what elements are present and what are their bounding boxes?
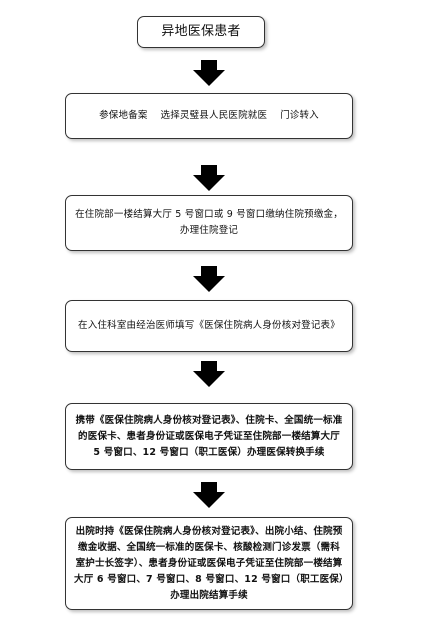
- down-arrow-icon: [193, 60, 225, 86]
- step-1-text: 参保地备案 选择灵璧县人民医院就医 门诊转入: [99, 110, 319, 121]
- step-5-text: 出院时持《医保住院病人身份核对登记表》、出院小结、住院预缴金收据、全国统一标准的…: [74, 525, 344, 601]
- step-2-box: 在住院部一楼结算大厅 5 号窗口或 9 号窗口缴纳住院预缴金，办理住院登记: [65, 195, 353, 251]
- start-node-label: 异地医保患者: [161, 24, 241, 39]
- step-1-box: 参保地备案 选择灵璧县人民医院就医 门诊转入: [65, 93, 353, 139]
- step-5-box: 出院时持《医保住院病人身份核对登记表》、出院小结、住院预缴金收据、全国统一标准的…: [65, 517, 353, 610]
- down-arrow-icon: [193, 361, 225, 387]
- down-arrow-icon: [193, 482, 225, 508]
- start-node: 异地医保患者: [137, 16, 265, 48]
- step-3-box: 在入住科室由经治医师填写《医保住院病人身份核对登记表》: [65, 300, 353, 352]
- down-arrow-icon: [193, 165, 225, 191]
- step-4-box: 携带《医保住院病人身份核对登记表》、住院卡、全国统一标准的医保卡、患者身份证或医…: [65, 403, 353, 470]
- step-4-text: 携带《医保住院病人身份核对登记表》、住院卡、全国统一标准的医保卡、患者身份证或医…: [75, 414, 343, 458]
- step-2-text: 在住院部一楼结算大厅 5 号窗口或 9 号窗口缴纳住院预缴金，办理住院登记: [75, 209, 343, 236]
- step-3-text: 在入住科室由经治医师填写《医保住院病人身份核对登记表》: [78, 320, 340, 331]
- down-arrow-icon: [193, 266, 225, 292]
